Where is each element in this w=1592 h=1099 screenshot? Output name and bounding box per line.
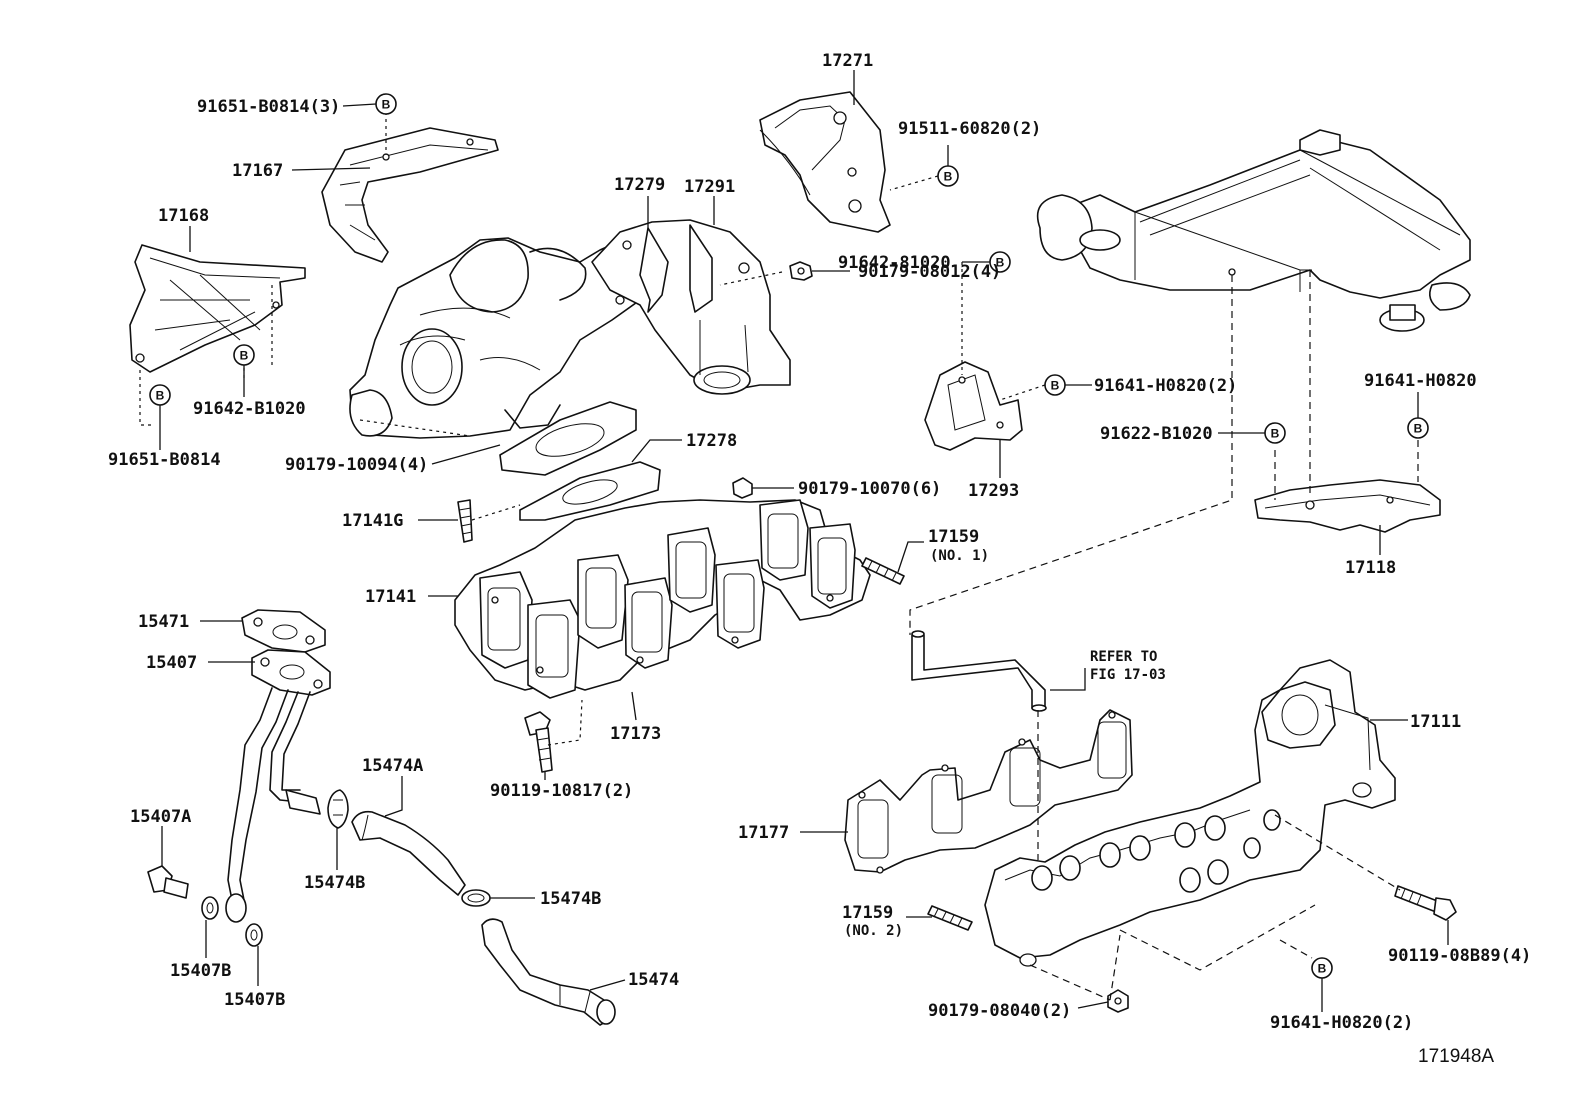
exhaust-manifold-17141[interactable]	[454, 499, 871, 699]
label-90179-10094-4: 90179-10094(4)	[285, 455, 428, 475]
label-15474b-right: 15474B	[540, 889, 601, 909]
label-90119-10817-2: 90119-10817(2)	[490, 781, 633, 801]
nut-90179-08012[interactable]	[789, 261, 813, 281]
clamp-15474b-lower[interactable]	[461, 889, 491, 907]
label-91651-b0814: 91651-B0814	[108, 450, 221, 470]
label-17141g: 17141G	[342, 511, 403, 531]
bracket-17293[interactable]	[924, 361, 1023, 451]
label-17159-no1-sub: (NO. 1)	[930, 548, 989, 564]
label-91641-h0820-2-lower: 91641-H0820(2)	[1270, 1013, 1413, 1033]
assembly-guide-lines	[139, 112, 1419, 1001]
turbine-outlet-elbow-17291[interactable]	[591, 219, 791, 395]
washer-15407b-a[interactable]	[201, 896, 219, 920]
union-bolt-15407a[interactable]	[147, 865, 189, 899]
label-15407a: 15407A	[130, 807, 191, 827]
label-91642-81020: 91642-81020	[838, 253, 951, 273]
label-15474: 15474	[628, 970, 679, 990]
label-17291: 17291	[684, 177, 735, 197]
figure-number: 171948A	[1418, 1046, 1494, 1067]
label-90179-08040-2: 90179-08040(2)	[928, 1001, 1071, 1021]
b-marker-5-text: B	[996, 256, 1005, 270]
gasket-17177[interactable]	[844, 709, 1133, 874]
stud-17141g[interactable]	[457, 499, 473, 543]
gasket-17278[interactable]	[499, 401, 661, 521]
intercooler[interactable]	[1036, 129, 1471, 332]
label-17159-no1: 17159	[928, 527, 979, 547]
label-17271: 17271	[822, 51, 873, 71]
label-91641-h0820: 91641-H0820	[1364, 371, 1477, 391]
label-15474a: 15474A	[362, 756, 423, 776]
label-15407: 15407	[146, 653, 197, 673]
label-17293: 17293	[968, 481, 1019, 501]
b-marker-7-text: B	[1271, 427, 1280, 441]
b-marker-6: B	[1044, 374, 1066, 396]
b-marker-3-text: B	[156, 389, 165, 403]
heat-insulator-17271[interactable]	[759, 91, 891, 233]
label-17141: 17141	[365, 587, 416, 607]
pipe-15474[interactable]	[481, 918, 616, 1026]
label-90119-08b89-4: 90119-08B89(4)	[1388, 946, 1531, 966]
hose-refer-fig-17-03[interactable]	[911, 630, 1047, 712]
label-17111: 17111	[1410, 712, 1461, 732]
nut-90179-08040[interactable]	[1107, 989, 1129, 1013]
bolt-90119-08b89[interactable]	[1394, 885, 1457, 921]
b-marker-9-text: B	[1318, 962, 1327, 976]
label-90179-08012-4: 90179-08012(4)	[858, 262, 1001, 282]
b-marker-2-text: B	[240, 349, 249, 363]
label-91641-h0820-2-upper: 91641-H0820(2)	[1094, 376, 1237, 396]
label-15471: 15471	[138, 612, 189, 632]
label-91651-b0814-3: 91651-B0814(3)	[197, 97, 340, 117]
label-17168: 17168	[158, 206, 209, 226]
label-17278: 17278	[686, 431, 737, 451]
b-marker-8-text: B	[1414, 422, 1423, 436]
label-17279: 17279	[614, 175, 665, 195]
stud-17159-no1[interactable]	[861, 557, 905, 585]
label-17167: 17167	[232, 161, 283, 181]
label-17159-no2: 17159	[842, 903, 893, 923]
clamp-15474b-upper[interactable]	[327, 789, 349, 829]
label-fig-17-03: FIG 17-03	[1090, 667, 1166, 683]
label-17177: 17177	[738, 823, 789, 843]
label-91642-b1020: 91642-B1020	[193, 399, 306, 419]
label-15474b-left: 15474B	[304, 873, 365, 893]
b-marker-1-text: B	[382, 98, 391, 112]
hose-15474a[interactable]	[351, 810, 466, 896]
b-marker-9: B	[1311, 957, 1333, 979]
intake-manifold-17111[interactable]	[984, 659, 1396, 967]
b-marker-1: B	[375, 93, 397, 115]
label-90179-10070-6: 90179-10070(6)	[798, 479, 941, 499]
nut-90179-10070[interactable]	[732, 477, 753, 499]
bolt-90119-10817[interactable]	[524, 711, 553, 773]
label-refer-to: REFER TO	[1090, 649, 1157, 665]
heat-insulator-17168[interactable]	[129, 244, 306, 373]
stud-17159-no2[interactable]	[927, 905, 973, 931]
gasket-15471[interactable]	[241, 609, 326, 653]
leader-lines	[159, 70, 1449, 1012]
label-91622-b1020: 91622-B1020	[1100, 424, 1213, 444]
b-marker-8: B	[1407, 417, 1429, 439]
label-91511-60820-2: 91511-60820(2)	[898, 119, 1041, 139]
label-17118: 17118	[1345, 558, 1396, 578]
turbocharger[interactable]	[349, 231, 651, 439]
b-marker-2: B	[233, 344, 255, 366]
b-marker-7: B	[1264, 422, 1286, 444]
heat-insulator-17118[interactable]	[1254, 479, 1441, 533]
label-15407b-left: 15407B	[170, 961, 231, 981]
b-marker-4: B	[937, 165, 959, 187]
label-17159-no2-sub: (NO. 2)	[844, 923, 903, 939]
label-15407b-right: 15407B	[224, 990, 285, 1010]
b-marker-6-text: B	[1051, 379, 1060, 393]
b-marker-3: B	[149, 384, 171, 406]
label-17173: 17173	[610, 724, 661, 744]
heat-insulator-17167[interactable]	[321, 127, 499, 263]
b-marker-4-text: B	[944, 170, 953, 184]
washer-15407b-b[interactable]	[245, 923, 263, 947]
egr-pipe-15407[interactable]	[225, 649, 331, 923]
